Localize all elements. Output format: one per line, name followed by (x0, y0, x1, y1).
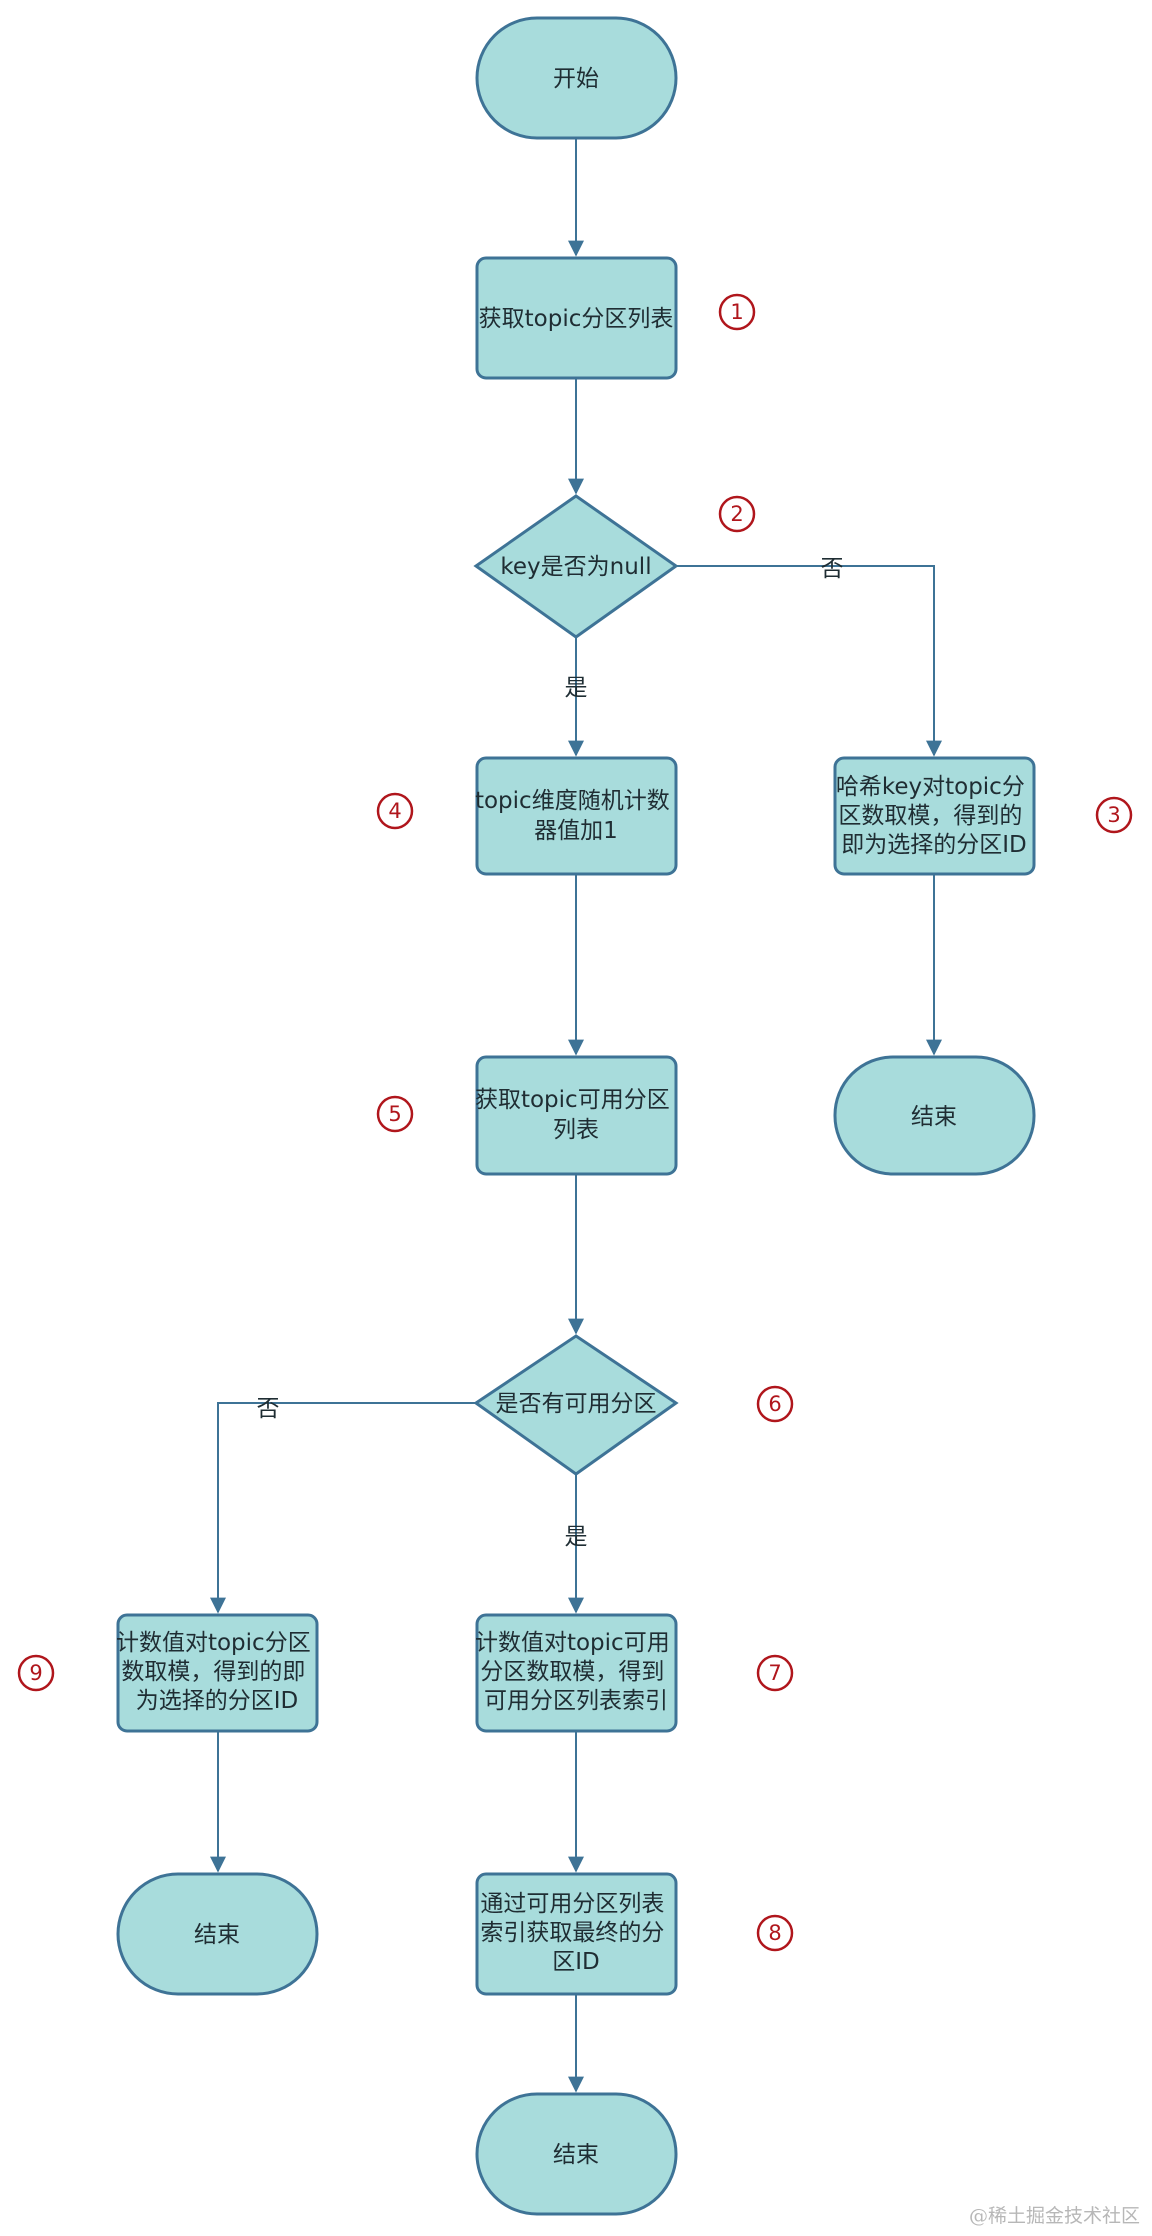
step-4-label-line-1: topic维度随机计数 (475, 788, 670, 814)
step-8-shape (475, 1872, 678, 1996)
start-terminator-shape (475, 16, 678, 140)
edge-6-no-to-9 (210, 1402, 476, 1614)
marker-2-circle (718, 495, 756, 533)
end-9-terminator-shape (116, 1872, 319, 1996)
step-9-label-line-1: 计数值对topic分区 (116, 1630, 311, 1656)
marker-6-circle (756, 1385, 794, 1423)
marker-9: 9 (17, 1654, 55, 1692)
edge-2-no-to-3 (676, 565, 942, 757)
step-7-label-line-3: 可用分区列表索引 (484, 1688, 668, 1714)
marker-4-number: 4 (388, 799, 401, 823)
marker-7: 7 (756, 1654, 794, 1692)
marker-3-number: 3 (1107, 803, 1120, 827)
step-9-label-line-2: 数取模，得到的即 (121, 1659, 305, 1685)
marker-5-number: 5 (388, 1102, 401, 1126)
edges (210, 138, 942, 2093)
edge-label-d6-no: 否 (257, 1396, 280, 1422)
marker-5-circle (376, 1095, 414, 1133)
marker-7-number: 7 (768, 1661, 781, 1685)
step-7-label-line-2: 分区数取模，得到 (480, 1659, 664, 1685)
marker-6: 6 (756, 1385, 794, 1423)
decision-6-shape (473, 1334, 679, 1476)
marker-4-circle (376, 792, 414, 830)
marker-9-number: 9 (29, 1661, 42, 1685)
node-end-9: 结束 (116, 1872, 319, 1996)
step-7-shape (475, 1613, 678, 1733)
step-3-shape (833, 756, 1036, 876)
marker-8-number: 8 (768, 1921, 781, 1945)
marker-8: 8 (756, 1914, 794, 1952)
end-8-terminator-shape (475, 2092, 678, 2216)
step-4-label: topic维度随机计数 器值加1 (475, 788, 677, 844)
node-step-8: 通过可用分区列表 索引获取最终的分 区ID (475, 1872, 678, 1996)
step-5-shape (475, 1055, 678, 1176)
step-3-label: 哈希key对topic分 区数取模，得到的 即为选择的分区ID (836, 774, 1032, 858)
step-1-label-line: 获取topic分区列表 (479, 306, 674, 332)
end-8-label: 结束 (553, 2142, 599, 2168)
node-step-4: topic维度随机计数 器值加1 (475, 756, 678, 876)
step-7-label-line-1: 计数值对topic可用 (475, 1630, 670, 1656)
marker-8-circle (756, 1914, 794, 1952)
step-3-label-line-2: 区数取模，得到的 (838, 803, 1022, 829)
step-4-shape (475, 756, 678, 876)
start-label: 开始 (553, 66, 599, 92)
marker-2-number: 2 (730, 502, 743, 526)
marker-3-circle (1095, 796, 1133, 834)
watermark: @稀土掘金技术社区 (968, 2205, 1140, 2227)
step-9-label: 计数值对topic分区 数取模，得到的即 为选择的分区ID (116, 1630, 318, 1714)
node-step-3: 哈希key对topic分 区数取模，得到的 即为选择的分区ID (833, 756, 1036, 876)
node-step-9: 计数值对topic分区 数取模，得到的即 为选择的分区ID (116, 1613, 319, 1733)
step-5-label-line-2: 列表 (553, 1117, 599, 1143)
edge-label-d6-yes: 是 (565, 1524, 588, 1550)
end-3-terminator-shape (833, 1055, 1036, 1176)
step-1-shape (475, 256, 678, 380)
marker-4: 4 (376, 792, 414, 830)
step-3-label-line-3: 即为选择的分区ID (841, 832, 1027, 858)
marker-6-number: 6 (768, 1392, 781, 1416)
end-3-label: 结束 (911, 1104, 957, 1130)
node-start: 开始 (475, 16, 678, 140)
step-9-label-line-3: 为选择的分区ID (136, 1688, 299, 1714)
node-end-8: 结束 (475, 2092, 678, 2216)
node-decision-2: key是否为null (473, 494, 679, 639)
step-4-label-line-2: 器值加1 (534, 818, 618, 844)
step-3-label-line-1: 哈希key对topic分 (836, 774, 1025, 800)
marker-1-circle (718, 293, 756, 331)
decision-2-label: key是否为null (500, 554, 651, 580)
node-step-5: 获取topic可用分区 列表 (475, 1055, 678, 1176)
step-9-shape (116, 1613, 319, 1733)
marker-5: 5 (376, 1095, 414, 1133)
step-8-label: 通过可用分区列表 索引获取最终的分 区ID (480, 1891, 671, 1975)
marker-1-number: 1 (730, 300, 743, 324)
step-markers: 1 2 3 4 5 6 7 8 (17, 293, 1133, 1952)
node-decision-6: 是否有可用分区 (473, 1334, 679, 1476)
decision-6-label: 是否有可用分区 (496, 1391, 657, 1417)
marker-2: 2 (718, 495, 756, 533)
end-9-label: 结束 (194, 1922, 240, 1948)
node-step-1: 获取topic分区列表 (475, 256, 678, 380)
step-8-label-line-2: 索引获取最终的分 (480, 1920, 664, 1946)
node-step-7: 计数值对topic可用 分区数取模，得到 可用分区列表索引 (475, 1613, 678, 1733)
step-7-label: 计数值对topic可用 分区数取模，得到 可用分区列表索引 (475, 1630, 677, 1714)
edge-label-d2-no: 否 (821, 556, 844, 582)
step-5-label-line-1: 获取topic可用分区 (475, 1087, 670, 1113)
marker-7-circle (756, 1654, 794, 1692)
edge-label-d2-yes: 是 (565, 675, 588, 701)
marker-3: 3 (1095, 796, 1133, 834)
step-8-label-line-3: 区ID (552, 1949, 600, 1975)
step-1-label: 获取topic分区列表 (479, 306, 674, 332)
marker-1: 1 (718, 293, 756, 331)
marker-9-circle (17, 1654, 55, 1692)
step-5-label: 获取topic可用分区 列表 (475, 1087, 677, 1143)
node-end-3: 结束 (833, 1055, 1036, 1176)
decision-2-shape (473, 494, 679, 639)
step-8-label-line-1: 通过可用分区列表 (480, 1891, 664, 1917)
